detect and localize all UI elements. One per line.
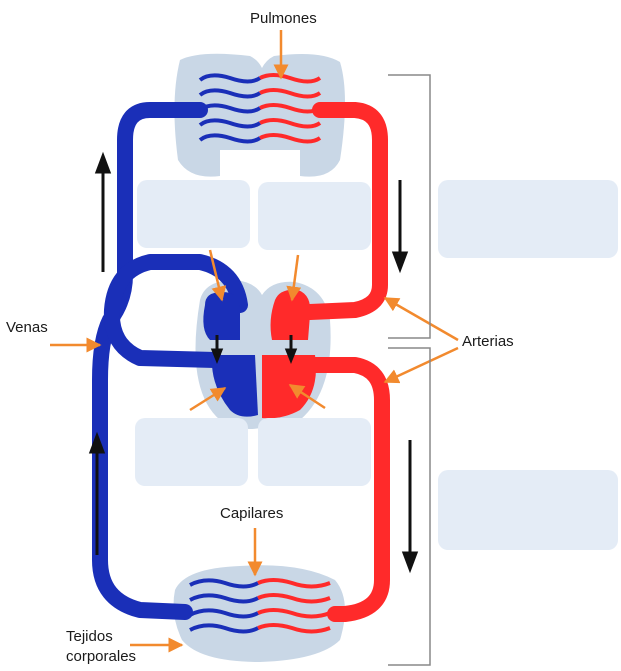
answer-box-pulmonary-circuit[interactable] <box>438 180 618 258</box>
answer-box-bottom-right[interactable] <box>258 418 371 486</box>
answer-box-top-left[interactable] <box>137 180 250 248</box>
answer-box-top-right[interactable] <box>258 182 371 250</box>
capillaries-label: Capilares <box>220 505 283 523</box>
answer-box-systemic-circuit[interactable] <box>438 470 618 550</box>
answer-box-bottom-left[interactable] <box>135 418 248 486</box>
veins-label: Venas <box>6 319 48 337</box>
tissues-label-line2: corporales <box>66 648 136 666</box>
left-atrium <box>271 290 311 340</box>
arteries-label: Arterias <box>462 333 514 351</box>
lungs-label: Pulmones <box>250 10 317 28</box>
tissues-label-line1: Tejidos <box>66 628 113 646</box>
